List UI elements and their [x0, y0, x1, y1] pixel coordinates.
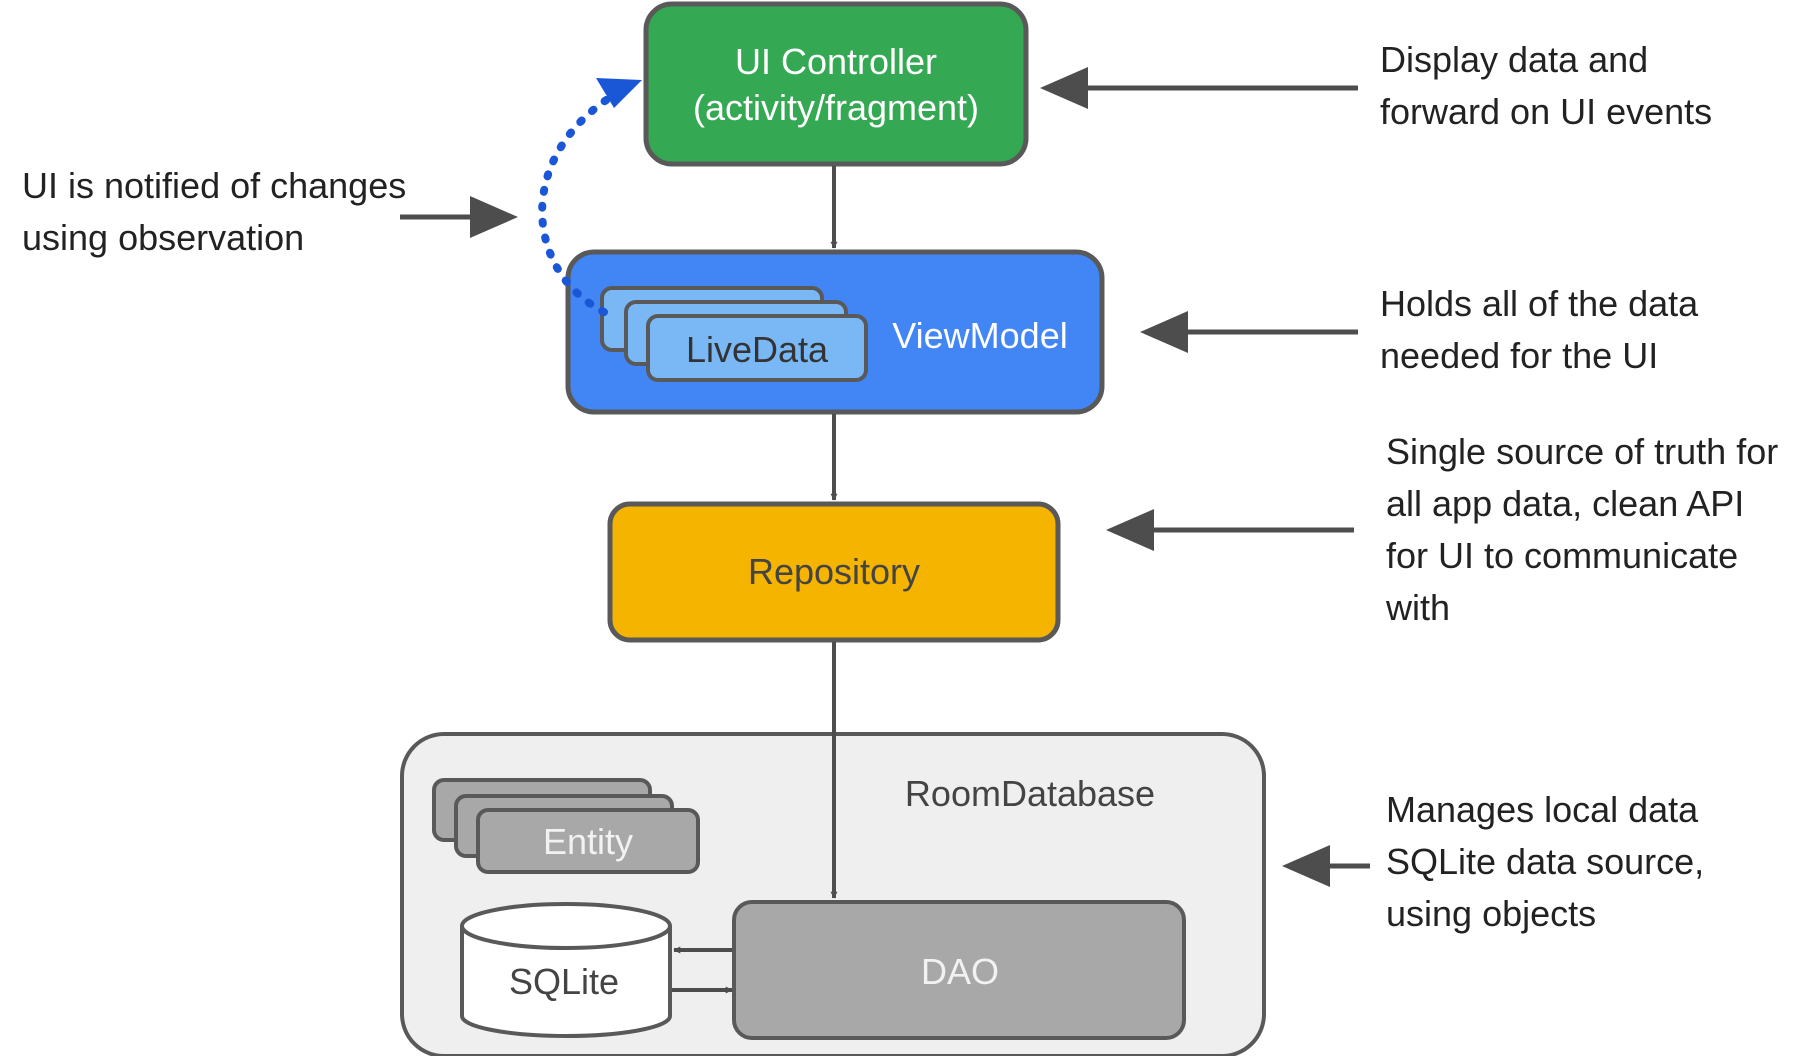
repository-annotation: Single source of truth for all app data,…: [1386, 426, 1778, 634]
room-annotation-arrow: [1282, 845, 1370, 887]
repository-label: Repository: [748, 551, 920, 592]
ui-controller-annotation: Display data and forward on UI events: [1380, 34, 1712, 138]
ui-controller-annotation-arrow: [1040, 67, 1358, 109]
annotation-line: Holds all of the data: [1380, 283, 1699, 324]
room-annotation: Manages local data SQLite data source, u…: [1386, 784, 1704, 940]
annotation-line: with: [1386, 587, 1451, 628]
dao-label: DAO: [921, 951, 999, 992]
annotation-line: Single source of truth for: [1386, 431, 1779, 472]
annotation-line: SQLite data source,: [1386, 841, 1705, 882]
annotation-line: using objects: [1386, 893, 1597, 934]
annotation-line: forward on UI events: [1380, 91, 1713, 132]
observation-annotation: UI is notified of changes using observat…: [22, 160, 406, 264]
entity-stack: Entity: [432, 778, 700, 874]
ui-controller-subtitle: (activity/fragment): [693, 87, 979, 128]
viewmodel-annotation: Holds all of the data needed for the UI: [1380, 278, 1698, 382]
observation-arrowhead: [596, 78, 642, 108]
livedata-stack: LiveData: [600, 286, 868, 382]
annotation-line: needed for the UI: [1380, 335, 1659, 376]
ui-controller-title: UI Controller: [735, 41, 937, 82]
annotation-line: using observation: [22, 217, 305, 258]
sqlite-label: SQLite: [509, 961, 619, 1002]
repository-annotation-arrow: [1106, 509, 1354, 551]
sqlite-cylinder: SQLite: [460, 902, 672, 1038]
observation-annotation-arrow: [400, 196, 518, 238]
ui-controller-box: [643, 1, 1029, 167]
dao-box: [732, 900, 1186, 1040]
entity-label: Entity: [543, 821, 633, 862]
room-database-label: RoomDatabase: [905, 773, 1155, 814]
annotation-line: Display data and: [1380, 39, 1649, 80]
entity-card: [476, 808, 700, 874]
repository-box: [607, 501, 1061, 643]
observation-dotted-arrow: [538, 84, 630, 316]
viewmodel-annotation-arrow: [1140, 311, 1358, 353]
livedata-label: LiveData: [686, 329, 829, 370]
annotation-line: for UI to communicate: [1386, 535, 1739, 576]
annotation-line: UI is notified of changes: [22, 165, 407, 206]
annotation-line: all app data, clean API: [1386, 483, 1745, 524]
annotation-line: Manages local data: [1386, 789, 1699, 830]
livedata-card: [646, 314, 868, 382]
viewmodel-label: ViewModel: [892, 315, 1067, 356]
